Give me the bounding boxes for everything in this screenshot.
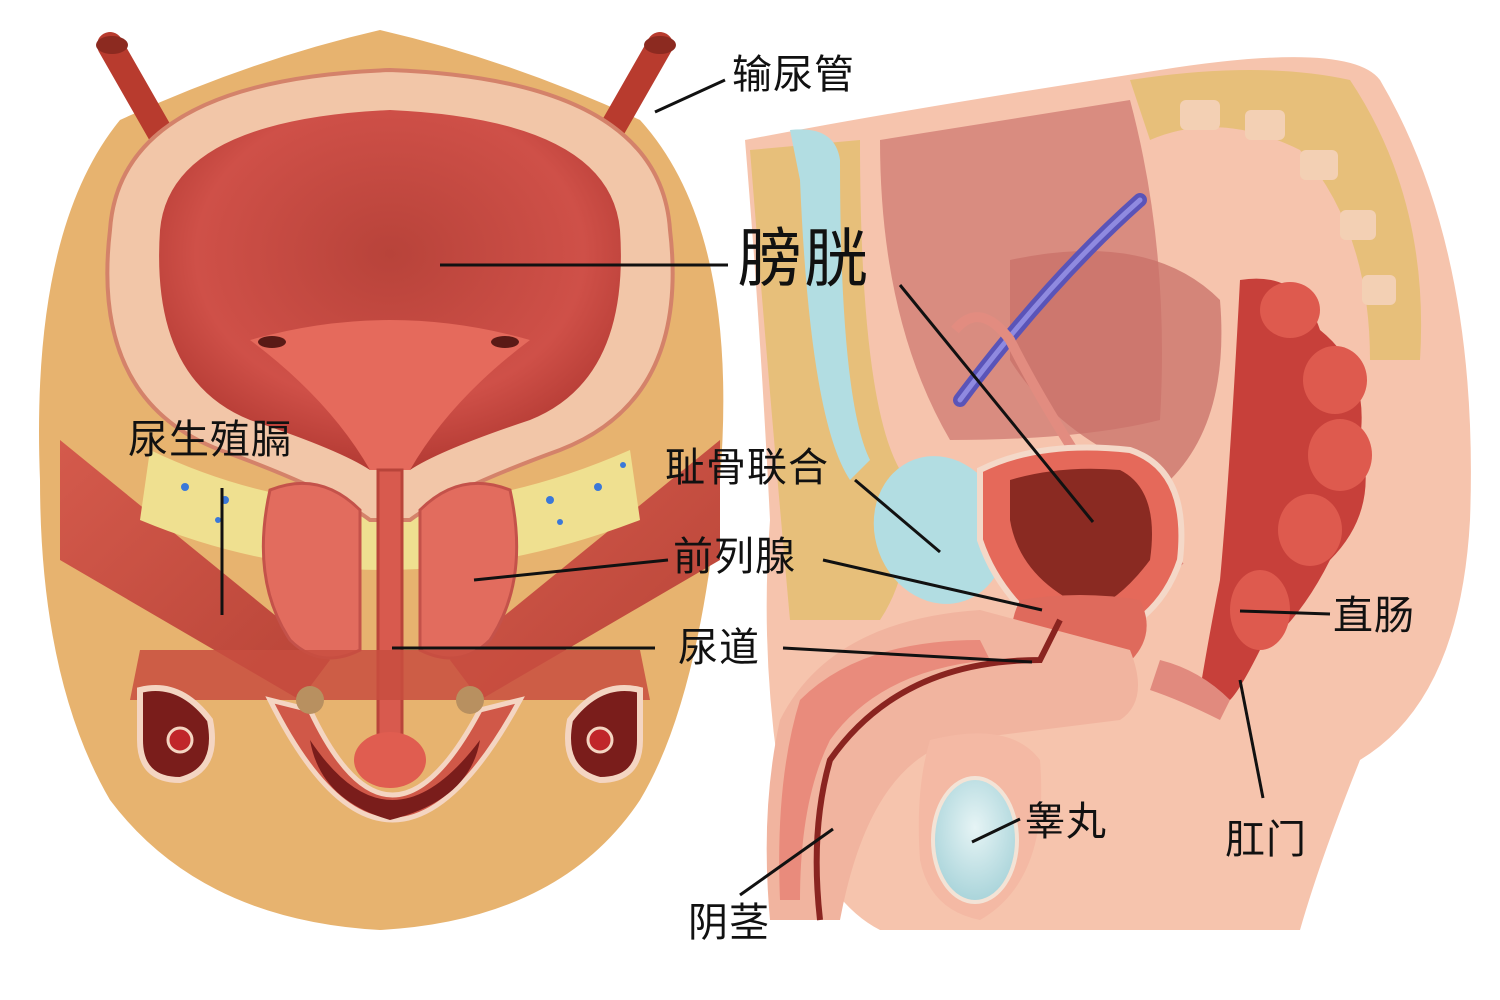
leader-urethra-right: [782, 646, 1033, 664]
peritoneal-fold: [1010, 251, 1222, 480]
urethra-line: [813, 618, 1063, 921]
anal-canal: [1150, 660, 1230, 720]
label-testis: 睾丸: [1025, 799, 1107, 845]
leader-pubic: [854, 478, 941, 554]
sagittal-bladder-lumen: [1010, 468, 1152, 610]
leader-prostate-left: [473, 558, 669, 582]
pubic-symphysis-shape: [873, 456, 1007, 604]
abdominal-wall: [790, 129, 870, 480]
leader-rectum: [1239, 609, 1331, 616]
label-pubic-symphysis: 耻骨联合: [665, 445, 829, 491]
label-ureter: 输尿管: [732, 52, 855, 98]
label-urogenital-diaphragm: 尿生殖膈: [128, 417, 292, 463]
corpus-spongiosum: [779, 640, 990, 900]
label-penis: 阴茎: [688, 900, 770, 946]
leader-bladder-right: [898, 284, 1095, 523]
label-anus: 肛门: [1225, 817, 1307, 863]
leader-testis: [971, 817, 1021, 844]
leader-lines: [220, 78, 1331, 897]
leader-prostate-right: [822, 558, 1043, 612]
sacrum: [1130, 70, 1422, 360]
label-rectum: 直肠: [1333, 593, 1415, 639]
label-prostate: 前列腺: [673, 534, 796, 580]
bladder-trigone: [250, 320, 530, 470]
frontal-section: [39, 30, 724, 930]
leader-anus: [1238, 679, 1265, 799]
label-urethra: 尿道: [678, 625, 760, 671]
urethra-channel: [376, 468, 404, 767]
bulb-cavity: [310, 740, 480, 820]
bulbospongiosus-cup: [265, 696, 525, 823]
label-bladder: 膀胱: [738, 223, 870, 297]
bladder-lumen: [159, 110, 621, 470]
leader-ureter: [654, 78, 726, 114]
perineal-band: [130, 650, 650, 700]
leader-penis: [739, 827, 834, 897]
urethral-bulb: [354, 732, 426, 788]
left-pelvic-muscle: [60, 440, 330, 700]
sagittal-section: [745, 57, 1471, 930]
